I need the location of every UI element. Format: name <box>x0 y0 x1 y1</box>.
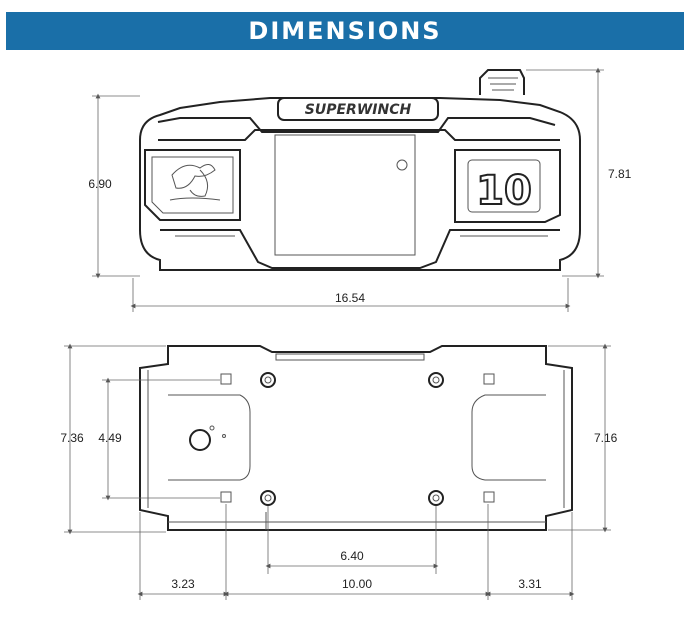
center-screw <box>396 159 408 171</box>
offset-right-label: 3.31 <box>518 577 542 591</box>
mount-hole-bottom-left <box>260 490 276 506</box>
bottom-dim-holes-horizontal: 6.40 <box>265 506 439 574</box>
housing-outline <box>139 97 581 271</box>
brand-text: SUPERWINCH <box>305 102 412 118</box>
front-dim-width: 16.54 <box>130 278 571 312</box>
bottom-dim-left: 7.36 <box>60 343 166 535</box>
mount-hole-top-left <box>260 372 276 388</box>
left-emblem-panel <box>144 149 241 221</box>
badge-number: 10 <box>476 168 532 214</box>
bottom-height-left-label: 7.36 <box>60 431 84 445</box>
bottom-dim-right: 7.16 <box>548 343 618 533</box>
mount-hole-top-right <box>428 372 444 388</box>
brand-plate <box>277 97 439 121</box>
base-plate-outline <box>139 345 573 531</box>
right-badge-panel <box>454 149 561 223</box>
dimensions-banner: DIMENSIONS <box>6 12 684 50</box>
mount-hole-bottom-right <box>428 490 444 506</box>
bottom-view: 7.36 4.49 7.16 6.40 3.23 <box>60 343 618 600</box>
cable-port-icon <box>189 429 211 451</box>
front-dim-right: 7.81 <box>526 67 632 279</box>
bottom-dim-holes-vertical: 4.49 <box>98 377 220 501</box>
control-box <box>479 69 525 95</box>
right-cutout <box>471 394 546 481</box>
hole-spacing-horizontal-label: 6.40 <box>340 549 364 563</box>
square-hole <box>483 373 495 385</box>
square-hole <box>483 491 495 503</box>
bottom-height-right-label: 7.16 <box>594 431 618 445</box>
front-view: SUPERWINCH 10 6.90 7.81 <box>88 67 632 312</box>
front-height-left-label: 6.90 <box>88 177 112 191</box>
front-width-label: 16.54 <box>335 291 365 305</box>
left-cutout <box>168 394 251 481</box>
bottom-dim-offsets: 3.23 10.00 3.31 <box>137 504 575 600</box>
square-hole <box>220 373 232 385</box>
banner-title: DIMENSIONS <box>248 17 442 45</box>
center-drum-panel <box>274 134 416 256</box>
hole-spacing-vertical-label: 4.49 <box>98 431 122 445</box>
top-band <box>157 117 556 133</box>
scorpion-logo-icon <box>169 164 221 201</box>
square-hole <box>220 491 232 503</box>
center-width-label: 10.00 <box>342 577 372 591</box>
offset-left-label: 3.23 <box>171 577 195 591</box>
front-dim-left: 6.90 <box>88 93 140 279</box>
front-height-right-label: 7.81 <box>608 167 632 181</box>
